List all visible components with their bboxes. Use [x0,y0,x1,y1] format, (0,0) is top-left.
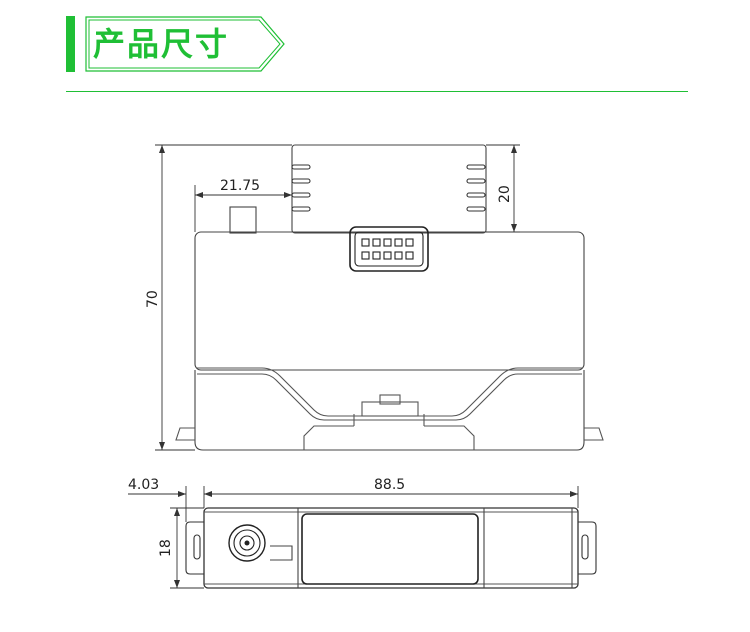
dim-88-5 [204,486,579,508]
vent-slots-right [466,164,486,212]
section-header: 产品尺寸 [0,0,750,100]
dim-18 [170,507,204,589]
header-divider [66,91,688,92]
terminal-connector [349,226,429,272]
dim-text-side-length: 88.5 [374,477,405,493]
front-view [155,144,604,451]
dim-text-side-height: 18 [158,539,174,557]
coax-port-icon [228,524,266,562]
vent-slots-left [291,164,311,212]
side-view [128,486,597,589]
dim-70 [155,144,292,451]
header-title-frame: 产品尺寸 [85,16,285,72]
dim-20 [486,144,520,233]
header-accent-bar [66,16,75,72]
dim-21-75 [194,185,292,232]
dim-text-side-offset: 4.03 [128,477,159,493]
dim-text-front-top-height: 20 [497,185,513,203]
header-title: 产品尺寸 [93,25,230,63]
dim-4-03 [128,486,214,522]
dim-text-front-offset: 21.75 [220,178,260,194]
dim-text-front-total-height: 70 [145,290,161,308]
